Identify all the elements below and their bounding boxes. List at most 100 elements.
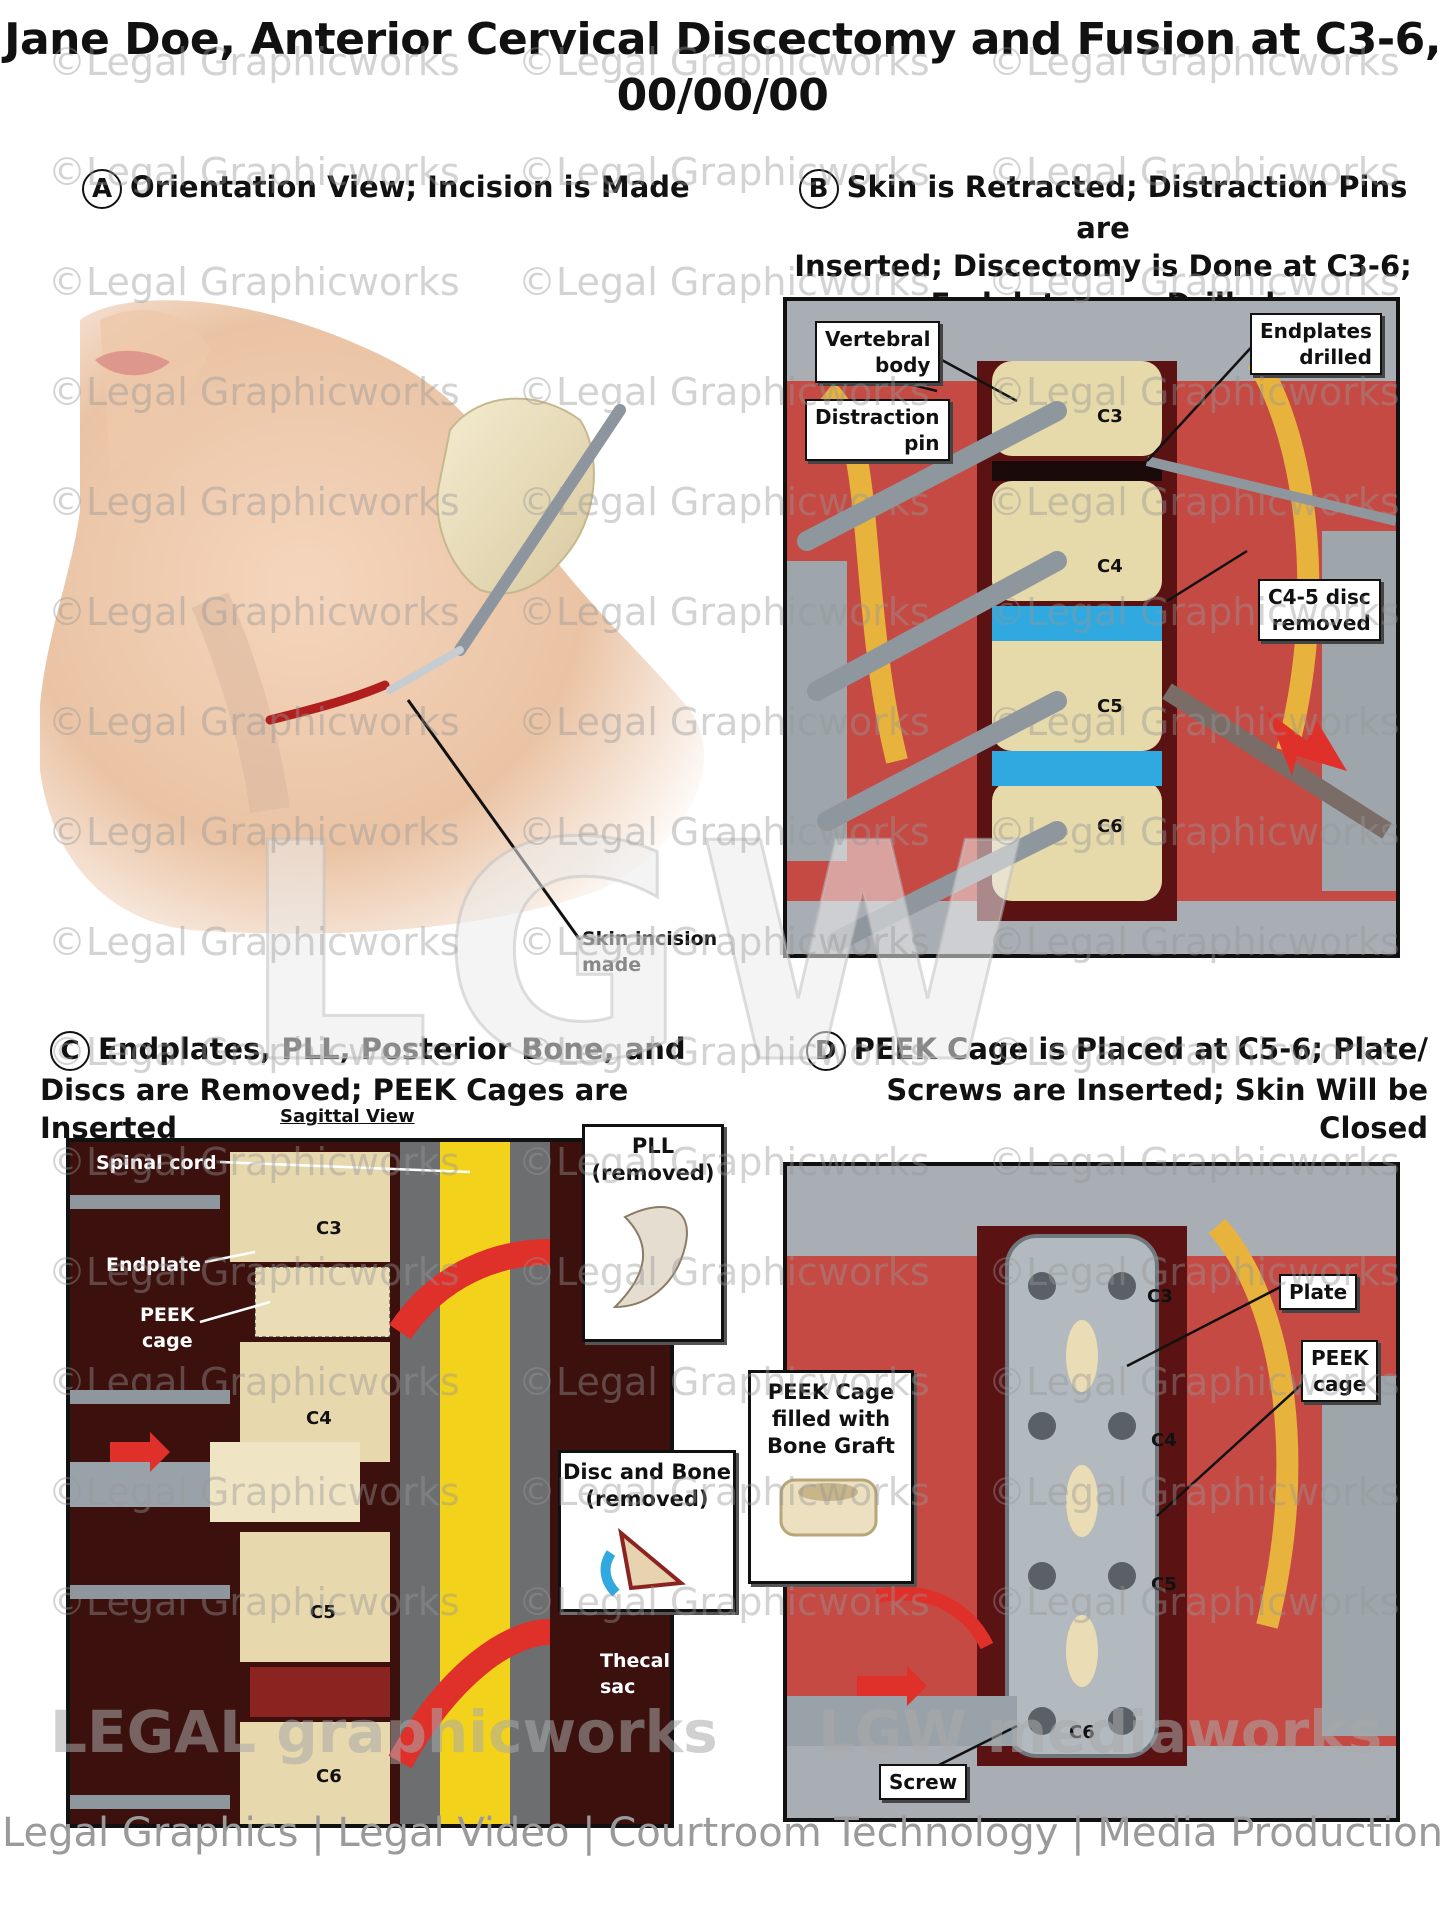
disc-c5-6-c	[250, 1667, 390, 1717]
logo-legal-graphicworks: LEGAL graphicworks	[50, 1698, 718, 1766]
label-screw: Screw	[879, 1764, 968, 1800]
scalpel-blade	[386, 646, 464, 694]
panel-b-heading-line-1: Skin is Retracted; Distraction Pins are	[846, 170, 1408, 245]
arrow-d-cage	[875, 1586, 994, 1650]
drill	[1145, 456, 1396, 526]
label-thecal-sac: Thecal sac	[600, 1648, 670, 1700]
label-skin-incision-line-2: made	[582, 954, 642, 976]
incision	[265, 680, 390, 725]
incision-leader-line	[406, 699, 582, 940]
level-c4-c: C4	[306, 1408, 332, 1429]
level-c4-b: C4	[1097, 556, 1123, 577]
inset-cage-line-3: Bone Graft	[767, 1434, 895, 1458]
label-vertebral-body-line-2: body	[875, 353, 931, 377]
footer-tagline: Legal Graphics | Legal Video | Courtroom…	[1, 1810, 1444, 1856]
leader-plate	[1126, 1279, 1293, 1368]
label-peek-c-line-2: cage	[142, 1330, 193, 1352]
neck-shape	[40, 300, 705, 934]
leader-peek	[199, 1300, 271, 1324]
level-c5-d: C5	[1151, 1574, 1177, 1595]
label-distraction-pin-line-1: Distraction	[815, 405, 940, 429]
panel-a-illustration	[40, 300, 705, 940]
panel-c-heading-line-1: Endplates, PLL, Posterior Bone, and	[98, 1032, 686, 1066]
vertebra-c6	[992, 781, 1162, 901]
label-endplate: Endplate	[106, 1254, 202, 1276]
screw-6	[1108, 1562, 1136, 1590]
screwdriver	[787, 1696, 1017, 1746]
inset-cage-line-1: PEEK Cage	[767, 1380, 895, 1404]
scalpel-handle	[454, 404, 626, 656]
window-3	[1066, 1615, 1098, 1687]
label-skin-incision-line-1: Skin incision	[582, 928, 718, 950]
disc-bone-graphic	[600, 1527, 686, 1597]
label-thecal-line-1: Thecal	[600, 1650, 670, 1672]
label-c4-5-disc-removed: C4-5 disc removed	[1258, 579, 1381, 641]
arrow-c-pll	[389, 1239, 551, 1340]
fat-right-d	[1208, 1218, 1299, 1629]
leader-spinal	[219, 1160, 471, 1174]
inset-disc-line-2: (removed)	[585, 1487, 709, 1511]
label-peek-cage-d: PEEK cage	[1301, 1340, 1379, 1402]
lips	[95, 350, 170, 376]
label-vertebral-body: Vertebral body	[815, 321, 941, 383]
pll-shape	[612, 1206, 688, 1309]
inset-disc-bone-removed: Disc and Bone (removed)	[558, 1450, 736, 1612]
panel-c-letter: C	[50, 1031, 90, 1071]
arrow-c-disc	[388, 1619, 551, 1769]
level-c5-b: C5	[1097, 696, 1123, 717]
vertebra-c6-c	[240, 1722, 390, 1824]
gloved-hand	[436, 397, 595, 595]
label-disc-line-1: C4-5 disc	[1268, 585, 1371, 609]
inset-pll-title: PLL (removed)	[585, 1127, 721, 1187]
label-peek-c-line-1: PEEK	[140, 1304, 195, 1326]
level-c4-d: C4	[1151, 1430, 1177, 1451]
label-endplates-drilled-line-2: drilled	[1299, 345, 1372, 369]
vertebra-c5-c	[240, 1532, 390, 1662]
label-vertebral-body-line-1: Vertebral	[825, 327, 931, 351]
level-c6-c: C6	[316, 1766, 342, 1787]
plate-screws	[1028, 1272, 1136, 1735]
level-c5-c: C5	[310, 1602, 336, 1623]
window-2	[1066, 1465, 1098, 1537]
screw-3	[1028, 1412, 1056, 1440]
leader-endplates	[1146, 340, 1258, 462]
peek-cage-inserting	[210, 1442, 360, 1522]
level-c3-c: C3	[316, 1218, 342, 1239]
level-c6-d: C6	[1069, 1722, 1095, 1743]
pin-c3	[797, 401, 1067, 551]
label-thecal-line-2: sac	[600, 1676, 636, 1698]
logo-lgw-mediaworks: LGW mediaworks	[818, 1698, 1383, 1766]
panel-d-heading-line-1: PEEK Cage is Placed at C5-6; Plate/	[853, 1032, 1428, 1066]
label-endplates-drilled: Endplates drilled	[1250, 313, 1382, 375]
leader-disc	[1166, 549, 1248, 603]
label-skin-incision: Skin incision made	[582, 926, 717, 978]
inset-pll-removed: PLL (removed)	[582, 1124, 724, 1342]
label-plate: Plate	[1279, 1274, 1358, 1310]
distraction-pins	[797, 401, 1067, 951]
cage-graft	[798, 1483, 858, 1501]
peek-cage-graphic	[779, 1478, 878, 1537]
window-1	[1066, 1320, 1098, 1392]
leader-screw	[936, 1724, 1018, 1768]
arrow-b	[1267, 711, 1347, 776]
vertebrae-c	[210, 1152, 391, 1824]
pin-c5	[817, 691, 1067, 831]
pin-c4	[807, 551, 1067, 701]
inset-pll-line-2: (removed)	[591, 1161, 715, 1185]
fat-right	[1247, 355, 1320, 754]
peek-cage-c3-4	[254, 1266, 391, 1338]
inset-pll-line-1: PLL	[631, 1134, 675, 1158]
chin-shape	[100, 310, 210, 470]
screw-5	[1028, 1562, 1056, 1590]
vertebra-c3-c	[230, 1152, 390, 1262]
panel-d-heading-line-2: Screws are Inserted; Skin Will be Closed	[886, 1073, 1428, 1145]
lgw-watermark-logo: LGW	[238, 779, 1039, 1131]
level-c3-b: C3	[1097, 406, 1123, 427]
pin-c6	[827, 821, 1067, 951]
label-disc-line-2: removed	[1271, 611, 1371, 635]
inset-peek-cage-graft: PEEK Cage filled with Bone Graft	[748, 1370, 914, 1584]
label-distraction-pin-line-2: pin	[904, 431, 940, 455]
